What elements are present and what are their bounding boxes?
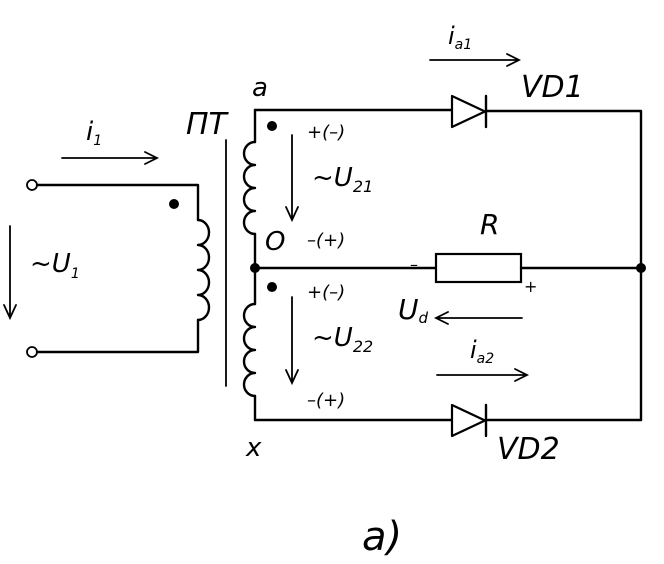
label-u22: ~U22 — [312, 323, 373, 356]
label-vd1: VD1 — [521, 70, 584, 105]
text-labels: i1 ~U1 ПТ a O x +(–) –(+) +(–) –(+) ~U21… — [30, 22, 584, 560]
label-polarity-top-upper: +(–) — [307, 122, 345, 143]
resistor-r-symbol — [434, 252, 523, 284]
label-ia2: ia2 — [470, 336, 494, 367]
primary-circuit — [26, 179, 211, 358]
diode-vd2-symbol — [450, 403, 487, 438]
label-terminal-a: a — [252, 73, 268, 103]
label-i1: i1 — [86, 117, 102, 149]
primary-coil — [196, 218, 211, 322]
arrow-u21-icon — [285, 134, 299, 223]
label-terminal-o: O — [265, 227, 285, 257]
primary-wire-bottom — [35, 318, 200, 354]
label-load-plus: + — [524, 277, 537, 296]
label-load-minus: – — [410, 255, 418, 274]
load-branch — [253, 252, 646, 284]
label-polarity-bottom-lower: –(+) — [307, 390, 345, 411]
output-node — [636, 263, 646, 273]
arrow-i1-icon — [61, 151, 160, 165]
primary-wire-top — [35, 183, 200, 222]
primary-polarity-dot — [169, 199, 179, 209]
label-u21: ~U21 — [312, 163, 373, 196]
arrow-u1-icon — [3, 225, 17, 321]
arrow-ia2-icon — [436, 368, 530, 382]
arrow-u22-icon — [285, 296, 299, 386]
wire-top-right — [484, 109, 643, 422]
diode-branch-top — [253, 94, 643, 422]
label-terminal-x: x — [245, 433, 262, 463]
secondary-upper-polarity-dot — [267, 121, 277, 131]
secondary-coil-upper — [242, 140, 257, 236]
secondary-circuit — [242, 108, 277, 422]
diode-branch-bottom — [253, 403, 643, 438]
input-terminal-bottom — [26, 346, 38, 358]
label-vd2: VD2 — [497, 432, 560, 467]
label-ia1: ia1 — [448, 22, 472, 53]
label-transformer: ПТ — [186, 107, 230, 142]
label-resistor: R — [480, 208, 499, 241]
arrow-ud-icon — [433, 311, 523, 325]
secondary-lower-polarity-dot — [267, 282, 277, 292]
diode-vd1-symbol — [450, 94, 487, 129]
label-ud: Ud — [398, 293, 429, 327]
label-polarity-bottom-upper: +(–) — [307, 282, 345, 303]
arrows — [3, 53, 530, 386]
label-u1: ~U1 — [30, 249, 80, 282]
secondary-coil-lower — [242, 302, 257, 398]
arrow-ia1-icon — [429, 53, 522, 67]
label-polarity-top-lower: –(+) — [307, 230, 345, 251]
input-terminal-top — [26, 179, 38, 191]
figure-caption: a) — [362, 514, 402, 560]
